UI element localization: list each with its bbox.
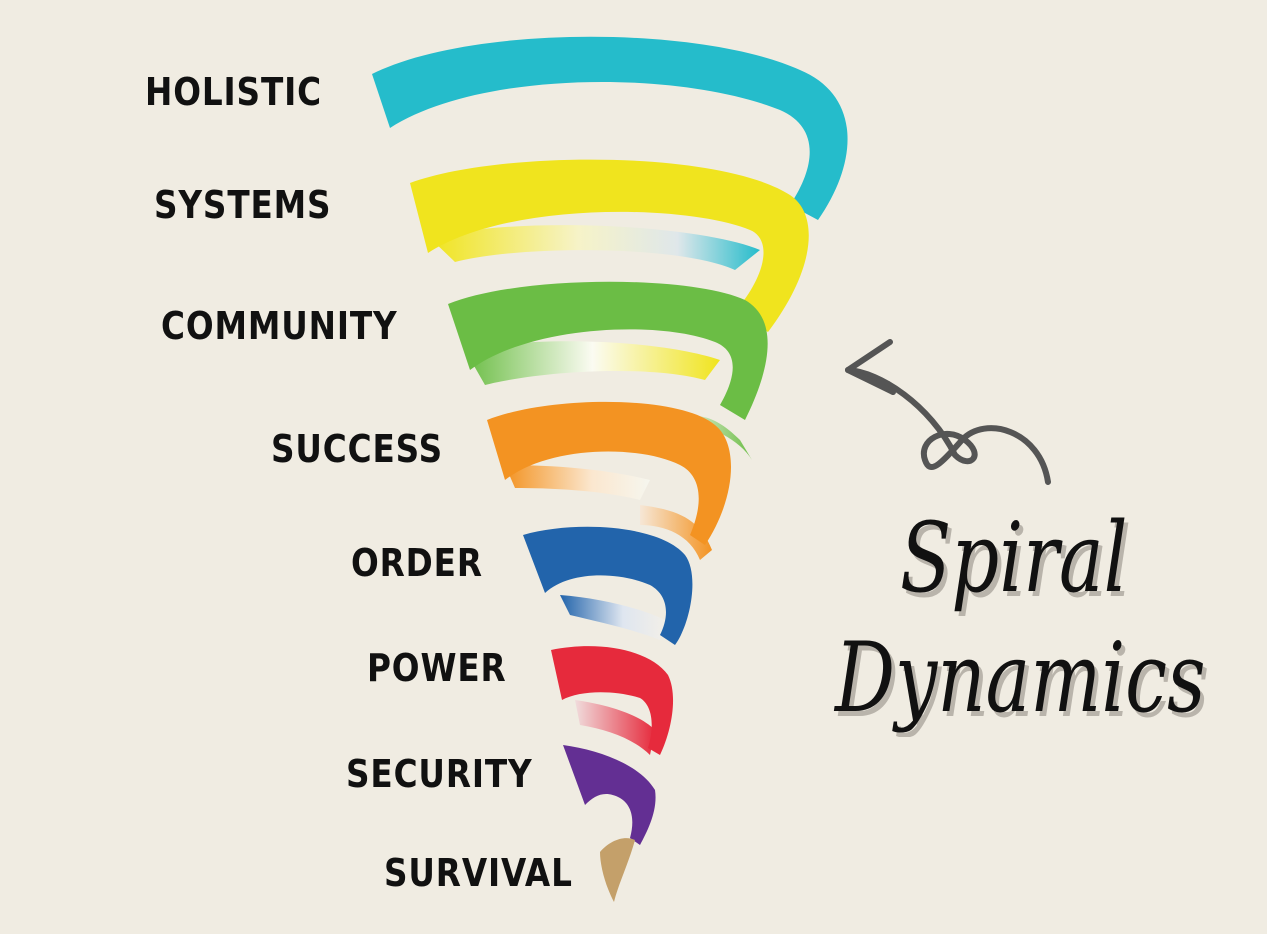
spiral-band-success	[487, 401, 732, 545]
spiral-band-survival	[600, 838, 635, 902]
title-line-1: Spiral	[900, 502, 1128, 614]
spiral-band-systems	[410, 159, 809, 332]
spiral-band-back-power	[575, 700, 655, 755]
curved-arrow-icon	[845, 339, 1051, 485]
level-label-community: COMMUNITY	[161, 304, 398, 348]
level-label-order: ORDER	[351, 541, 483, 585]
spiral-band-back-order	[560, 595, 665, 640]
spiral-band-back-systems	[430, 225, 760, 270]
level-label-survival: SURVIVAL	[384, 851, 573, 895]
spiral-band-power	[551, 646, 674, 755]
spiral-band-order	[523, 526, 693, 645]
spiral-band-holistic	[372, 36, 848, 220]
level-label-holistic: HOLISTIC	[145, 70, 322, 114]
level-label-success: SUCCESS	[271, 427, 443, 471]
spiral-band-tail-success	[640, 505, 712, 560]
spiral-band-community	[448, 281, 768, 420]
spiral-band-back-community	[465, 341, 720, 385]
level-label-security: SECURITY	[346, 752, 533, 796]
spiral-band-back-success	[505, 465, 650, 500]
title-line-2: Dynamics	[835, 622, 1206, 734]
spiral-band-security	[563, 745, 656, 845]
level-label-power: POWER	[367, 646, 507, 690]
level-label-systems: SYSTEMS	[154, 183, 332, 227]
